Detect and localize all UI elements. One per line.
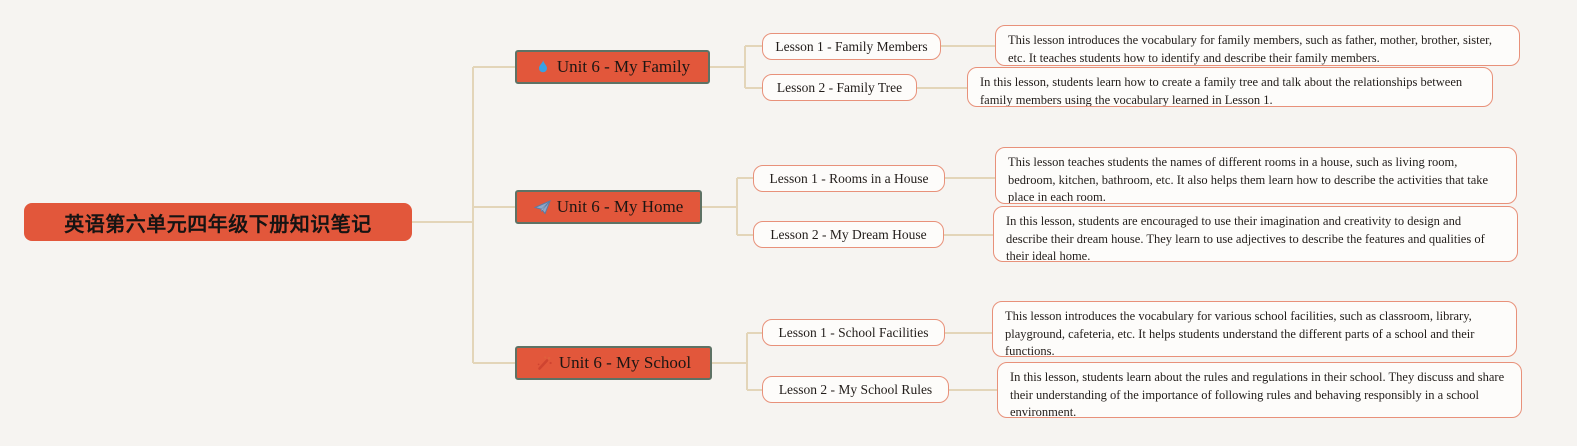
lesson-node-school-facilities[interactable]: Lesson 1 - School Facilities xyxy=(762,319,945,346)
lesson-label: Lesson 2 - My Dream House xyxy=(770,226,927,242)
root-label: 英语第六单元四年级下册知识笔记 xyxy=(64,213,372,236)
lesson-label: Lesson 2 - My School Rules xyxy=(778,381,933,397)
lesson-node-family-tree[interactable]: Lesson 2 - Family Tree xyxy=(762,74,917,101)
description-node-rooms-in-a-house[interactable]: This lesson teaches students the names o… xyxy=(995,147,1517,204)
lesson-node-my-school-rules[interactable]: Lesson 2 - My School Rules xyxy=(762,376,949,403)
lesson-label: Lesson 2 - Family Tree xyxy=(776,79,903,95)
lesson-node-rooms-in-a-house[interactable]: Lesson 1 - Rooms in a House xyxy=(753,165,945,192)
lesson-label: Lesson 1 - School Facilities xyxy=(778,324,929,340)
flame-icon xyxy=(535,59,551,75)
lesson-node-family-members[interactable]: Lesson 1 - Family Members xyxy=(762,33,941,60)
root-node[interactable]: 英语第六单元四年级下册知识笔记 xyxy=(24,203,412,241)
magic-wand-icon xyxy=(536,355,553,371)
description-node-school-facilities[interactable]: This lesson introduces the vocabulary fo… xyxy=(992,301,1517,357)
lesson-label: Lesson 1 - Rooms in a House xyxy=(769,170,929,186)
branch-label: Unit 6 - My Family xyxy=(556,57,691,76)
lesson-node-my-dream-house[interactable]: Lesson 2 - My Dream House xyxy=(753,221,944,248)
branch-node-my-home[interactable]: Unit 6 - My Home xyxy=(515,190,702,224)
description-node-my-school-rules[interactable]: In this lesson, students learn about the… xyxy=(997,362,1522,418)
description-node-my-dream-house[interactable]: In this lesson, students are encouraged … xyxy=(993,206,1518,262)
description-node-family-tree[interactable]: In this lesson, students learn how to cr… xyxy=(967,67,1493,107)
branch-label: Unit 6 - My School xyxy=(558,353,692,372)
paper-plane-icon xyxy=(533,199,551,215)
branch-node-my-family[interactable]: Unit 6 - My Family xyxy=(515,50,710,84)
branch-node-my-school[interactable]: Unit 6 - My School xyxy=(515,346,712,380)
lesson-label: Lesson 1 - Family Members xyxy=(775,38,928,54)
branch-label: Unit 6 - My Home xyxy=(556,197,684,216)
description-node-family-members[interactable]: This lesson introduces the vocabulary fo… xyxy=(995,25,1520,66)
